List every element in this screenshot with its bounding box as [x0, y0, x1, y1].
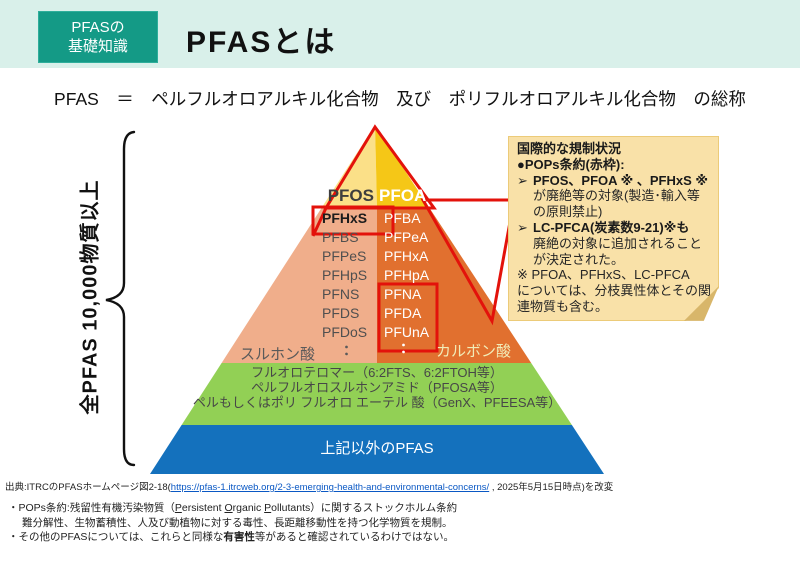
arrow-bullet-icon: ➢ [517, 172, 528, 188]
source-post: , 2025年5月15日時点)を改変 [489, 482, 614, 493]
total-pfas-count-label: 全PFAS 10,000物質以上 [79, 179, 102, 415]
note-pops-heading: ●POPs条約(赤枠): [517, 156, 625, 172]
pops-en-r3: ollutants [271, 502, 311, 514]
pfoa-label: PFOA [379, 186, 427, 205]
other-pfas-line: ・その他のPFASについては、これらと同様な有害性等があると確認されているわけで… [8, 529, 454, 544]
blue-layer-label: 上記以外のPFAS [320, 440, 434, 457]
other-pre: ・その他のPFASについては、これらと同様な [8, 531, 224, 543]
note-bullet-2-cont: 廃絶の対象に追加されること [533, 235, 703, 251]
pops-en-o: O [224, 502, 233, 514]
substance-pfds: PFDS [322, 305, 360, 321]
pops-en-r1: ersistent [181, 502, 225, 514]
carboxylic-acid-label: カルボン酸 [436, 343, 512, 360]
header-badge: PFASの 基礎知識 [38, 11, 158, 63]
green-layer-labels: フルオロテロマー（6:2FTS、6:2FTOH等） ペルフルオロスルホンアミド（… [180, 365, 574, 410]
red-frame-pfca-box [377, 282, 439, 353]
pops-pre: ・POPs条約:残留性有機汚染物質（ [8, 502, 175, 514]
pfas-definition-text: PFAS ＝ ペルフルオロアルキル化合物 及び ポリフルオロアルキル化合物 の総… [54, 89, 746, 109]
red-callout-triangle [420, 198, 516, 326]
note-footnote-3: 連物質も含む。 [517, 298, 609, 314]
green-line-sulfonamide: ペルフルオロスルホンアミド（PFOSA等） [251, 379, 503, 395]
pops-treaty-line: ・POPs条約:残留性有機汚染物質（Persistent Organic Pol… [8, 500, 457, 515]
pops-en-p1: P [174, 502, 182, 514]
pyramid-blue-layer [150, 425, 604, 474]
substance-pfna: PFNA [384, 286, 422, 302]
substance-pfpea: PFPeA [384, 229, 429, 245]
substance-pfns: PFNS [322, 286, 360, 302]
sulfonic-ellipsis: ： [343, 342, 357, 358]
source-line: 出典:ITRCのPFASホームページ図2-18(https://pfas-1.i… [5, 479, 613, 493]
pops-detail-line: 難分解性、生物蓄積性、人及び動植物に対する毒性、長距離移動性を持つ化学物質を規制… [22, 517, 453, 529]
pops-en-p2: P [264, 502, 272, 514]
substance-pfba: PFBA [384, 210, 421, 226]
note-footnote-1: ※ PFOA、PFHxS、LC-PFCA [517, 267, 690, 283]
carboxylic-ellipsis: ： [400, 340, 414, 356]
pops-post: ）に関するストックホルム条約 [310, 502, 458, 514]
substance-pfbs: PFBS [322, 229, 359, 245]
note-bullet-2: ➢LC-PFCA(炭素数9-21)※も [517, 219, 690, 235]
note-bullet-2-cont2: が決定された。 [533, 251, 625, 267]
source-pre: 出典:ITRCのPFASホームページ図2-18( [5, 482, 171, 493]
red-frame-pfhxs-box [311, 205, 395, 236]
substance-pfpes: PFPeS [322, 248, 367, 264]
badge-line1: PFASの [71, 19, 125, 36]
note-footnote-2: については、分枝異性体とその関 [517, 283, 711, 299]
substance-pfhpa: PFHpA [384, 267, 430, 283]
green-line-ether-acid: ペルもしくはポリ フルオロ エーテル 酸（GenX、PFEESA等） [192, 394, 562, 410]
note-heading: 国際的な規制状況 [517, 141, 622, 156]
regulation-sticky-note: 国際的な規制状況 ●POPs条約(赤枠): ➢PFOS、PFOA ※ 、PFHx… [508, 136, 719, 321]
sulfonic-acid-column: PFHxS PFBS PFPeS PFHpS PFNS PFDS PFDoS [322, 209, 367, 342]
substance-pfhxa: PFHxA [384, 248, 429, 264]
pyramid-green-layer [181, 363, 572, 425]
substance-pfhps: PFHpS [322, 267, 368, 283]
note-bullet-1: ➢PFOS、PFOA ※ 、PFHxS ※ [517, 172, 709, 188]
sulfonic-acid-label: スルホン酸 [240, 346, 316, 363]
arrow-bullet-icon: ➢ [517, 219, 528, 235]
substance-pfda: PFDA [384, 305, 422, 321]
red-frame-slope-segment [311, 207, 328, 237]
green-line-fluorotelomer: フルオロテロマー（6:2FTS、6:2FTOH等） [251, 365, 503, 380]
pops-en-r2: rganic [232, 502, 265, 514]
other-bold: 有害性 [223, 531, 255, 543]
note-bullet-1-cont2: の原則禁止) [533, 204, 603, 220]
badge-line2: 基礎知識 [67, 38, 128, 55]
pfos-label: PFOS [327, 186, 374, 205]
other-post: 等があると確認されているわけではない。 [254, 531, 455, 543]
carboxylic-acid-column: PFBA PFPeA PFHxA PFHpA PFNA PFDA PFUnA [384, 209, 429, 342]
page-title: PFASとは [186, 26, 337, 59]
left-brace [105, 130, 136, 467]
pyramid-sulfonic-salmon [221, 208, 377, 363]
source-link[interactable]: https://pfas-1.itrcweb.org/2-3-emerging-… [170, 482, 490, 493]
substance-pfhxs: PFHxS [322, 210, 368, 226]
substance-pfuna: PFUnA [384, 324, 430, 340]
substance-pfdos: PFDoS [322, 324, 368, 340]
note-bullet-1-cont: が廃絶等の対象(製造･輸入等 [533, 188, 700, 204]
